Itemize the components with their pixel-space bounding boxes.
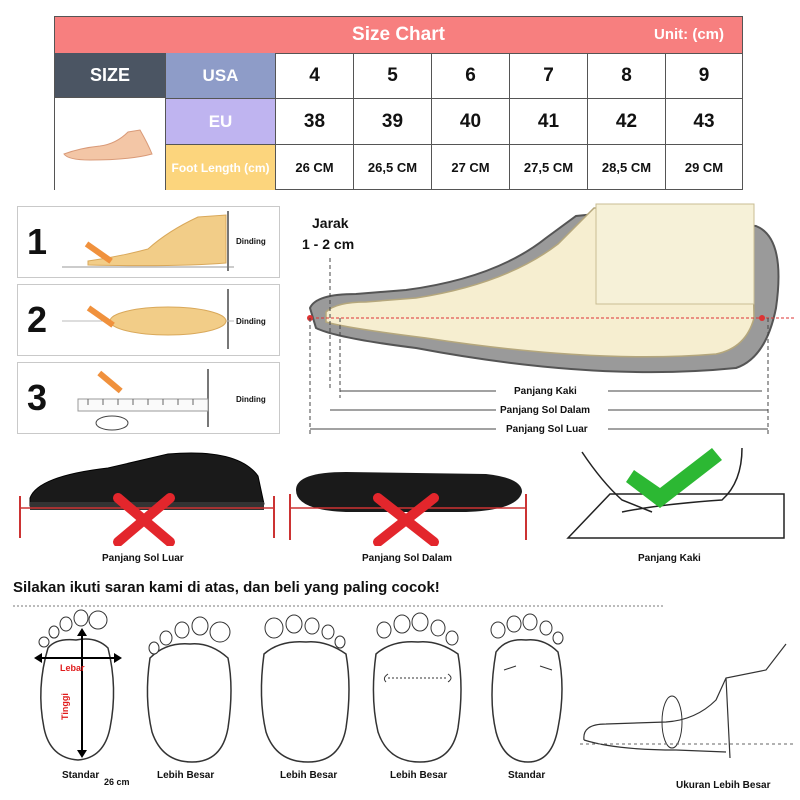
step-3-panel: 3 26 cm Dinding <box>17 362 280 787</box>
foot-length-cell: 26,5 CM <box>354 145 432 190</box>
eu-size-cell: 41 <box>510 99 588 145</box>
foot-type-label: Lebih Besar <box>157 770 215 781</box>
jarak-label: Jarak <box>312 215 349 231</box>
size-chart-unit: Unit: (cm) <box>654 26 724 43</box>
foot-length-cell: 26 CM <box>276 145 354 190</box>
foot-tracing-illustration <box>566 447 785 539</box>
step-number: 1 <box>26 221 48 262</box>
eu-size-cell: 38 <box>276 99 354 145</box>
foot-length-label: Panjang Kaki <box>638 553 701 564</box>
checkmark-icon <box>626 448 722 508</box>
size-chart-table: Size Chart Unit: (cm) SIZE USA EU Foot L… <box>54 16 743 190</box>
eu-size-cell: 42 <box>588 99 666 145</box>
foot-type-label: Lebih Besar <box>280 770 338 781</box>
foot-standard-1-icon <box>34 609 122 761</box>
foot-top-view-illustration <box>62 289 234 349</box>
foot-wide-3-icon <box>372 612 462 763</box>
usa-size-cell: 8 <box>588 53 666 99</box>
panjang-sol-dalam-label: Panjang Sol Dalam <box>500 405 591 416</box>
usa-size-cell: 7 <box>510 53 588 99</box>
foot-length-cell: 27 CM <box>432 145 510 190</box>
foot-side-icon <box>63 129 153 161</box>
foot-length-cell: 27,5 CM <box>510 145 588 190</box>
row-label-eu: EU <box>166 99 276 145</box>
eu-size-cell: 39 <box>354 99 432 145</box>
foot-in-shoe-diagram <box>307 203 794 434</box>
eu-size-cell: 40 <box>432 99 510 145</box>
size-label-cell: SIZE <box>55 53 166 98</box>
foot-standard-2-icon <box>490 613 564 763</box>
tinggi-label: Tinggi <box>60 693 70 720</box>
foot-wide-1-icon <box>146 616 232 763</box>
foot-type-label: Standar <box>508 770 546 781</box>
cross-icon <box>113 493 175 546</box>
row-label-foot-length: Foot Length (cm) <box>166 145 276 190</box>
foot-length-cell: 28,5 CM <box>588 145 666 190</box>
foot-type-label: Ukuran Lebih Besar <box>676 780 771 791</box>
foot-against-wall-illustration <box>62 211 234 271</box>
foot-type-label: Lebih Besar <box>390 770 448 781</box>
usa-size-cell: 9 <box>666 53 742 99</box>
wall-label: Dinding <box>236 317 266 326</box>
foot-type-label: Standar <box>62 770 100 781</box>
step-number: 3 <box>26 377 48 418</box>
dotted-divider <box>13 605 663 607</box>
jarak-range-label: 1 - 2 cm <box>302 236 355 252</box>
shoe-outer-sole-illustration <box>19 452 275 546</box>
foot-side-height-icon <box>580 643 794 759</box>
size-chart-title: Size Chart <box>352 24 445 45</box>
cross-icon <box>373 493 439 546</box>
ruler-measurement-illustration <box>77 369 209 431</box>
advice-text: Silakan ikuti saran kami di atas, dan be… <box>13 579 440 596</box>
foot-image-cell <box>55 98 166 190</box>
step-2-panel: 2 Dinding <box>17 284 280 356</box>
wall-label: Dinding <box>236 395 266 404</box>
usa-size-cell: 4 <box>276 53 354 99</box>
panjang-kaki-label: Panjang Kaki <box>514 386 577 397</box>
wall-label: Dinding <box>236 237 266 246</box>
usa-size-cell: 6 <box>432 53 510 99</box>
step-1-panel: 1 Dinding <box>17 206 280 278</box>
usa-size-cell: 5 <box>354 53 432 99</box>
shoe-outer-sole-label: Panjang Sol Luar <box>102 553 184 564</box>
insole-illustration <box>289 472 527 546</box>
row-label-usa: USA <box>166 53 276 99</box>
foot-wide-2-icon <box>260 614 350 763</box>
lebar-label: Lebar <box>60 663 85 673</box>
eu-size-cell: 43 <box>666 99 742 145</box>
panjang-sol-luar-label: Panjang Sol Luar <box>506 424 588 435</box>
ruler-mark-label: 26 cm <box>104 777 130 787</box>
size-chart-header: Size Chart Unit: (cm) <box>55 17 742 54</box>
step-number: 2 <box>26 299 48 340</box>
foot-length-cell: 29 CM <box>684 160 724 175</box>
insole-label: Panjang Sol Dalam <box>362 553 453 564</box>
